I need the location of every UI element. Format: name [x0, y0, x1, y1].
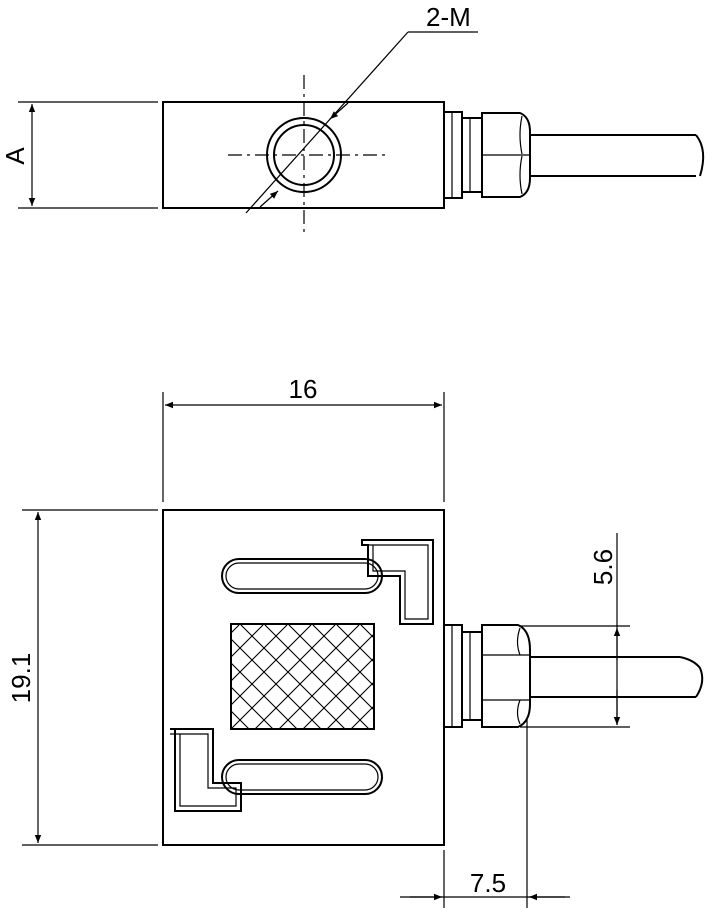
- dim-19-label: 19.1: [6, 653, 36, 704]
- lower-slot: [221, 759, 383, 795]
- thread-leader-arrow-upper: [329, 102, 349, 120]
- s-cut-lower: [170, 728, 242, 812]
- crosshatch-plate: [230, 623, 375, 730]
- thread-leader-arrow-lower: [259, 190, 279, 208]
- upper-slot: [221, 558, 383, 594]
- front-cable-gland: [443, 624, 531, 728]
- top-view: 2-M A: [0, 2, 705, 236]
- s-cut-upper-inner: [367, 544, 429, 620]
- dim-7-5-label: 7.5: [470, 868, 506, 898]
- front-view: 16 19.1 5.6: [6, 374, 704, 908]
- s-cut-upper: [361, 539, 434, 625]
- s-cut-lower-inner: [170, 733, 237, 807]
- thread-leader-line: [245, 31, 409, 214]
- top-cable-gland: [443, 111, 531, 199]
- lower-slot-inner: [225, 763, 379, 791]
- thread-callout-label: 2-M: [426, 2, 471, 32]
- upper-slot-inner: [225, 562, 379, 590]
- thread-hole-inner: [273, 124, 335, 186]
- dim-16-label: 16: [289, 374, 318, 404]
- front-cable: [530, 656, 704, 698]
- thread-hole-outer: [266, 117, 342, 193]
- dim-5-6-label: 5.6: [588, 549, 618, 585]
- top-cable: [530, 134, 705, 177]
- dim-a-label: A: [0, 147, 30, 165]
